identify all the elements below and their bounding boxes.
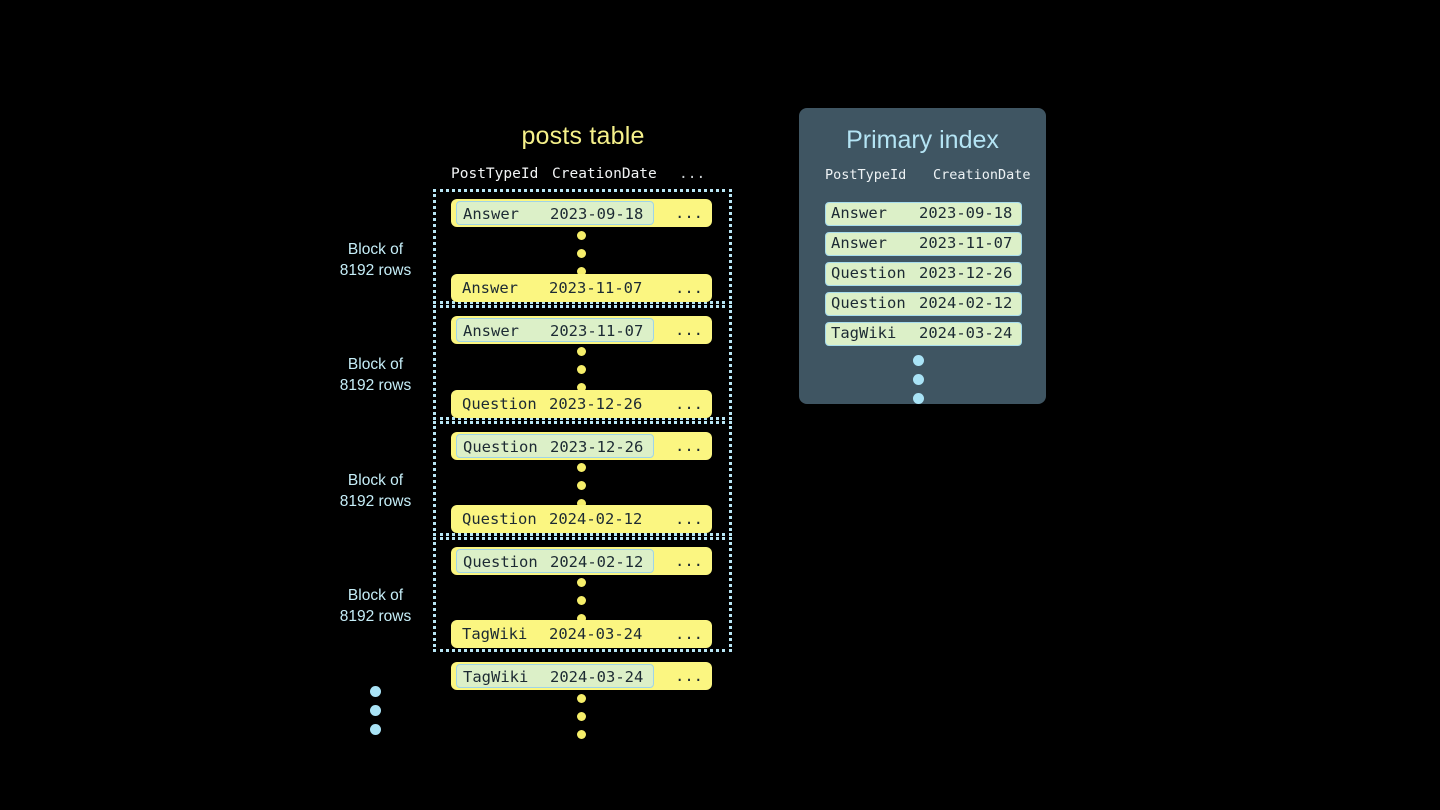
cell-creationdate: 2023-12-26 [549, 395, 643, 413]
cell-creationdate: 2024-02-12 [919, 294, 1013, 312]
cell-ellipsis: ... [675, 321, 703, 339]
cell-creationdate: 2023-09-18 [550, 205, 644, 223]
block-4-label-line2: 8192 rows [339, 608, 412, 625]
cell-posttypeid: Answer [463, 205, 519, 223]
cell-ellipsis: ... [675, 552, 703, 570]
row-key-cells: TagWiki 2024-03-24 [456, 664, 654, 688]
block-4 [433, 537, 732, 652]
cell-posttypeid: Answer [463, 322, 519, 340]
block-2 [433, 305, 732, 420]
vertical-ellipsis-icon [577, 463, 586, 517]
cell-creationdate: 2024-03-24 [550, 668, 644, 686]
cell-creationdate: 2023-11-07 [549, 279, 643, 297]
cell-creationdate: 2023-11-07 [550, 322, 644, 340]
vertical-ellipsis-icon [577, 578, 586, 632]
table-row: TagWiki 2024-03-24 ... [451, 662, 712, 690]
table-row: Answer 2023-09-18 ... [451, 199, 712, 227]
list-item: Answer 2023-11-07 [825, 232, 1022, 256]
cell-creationdate: 2024-03-24 [549, 625, 643, 643]
vertical-ellipsis-icon [577, 694, 586, 748]
block-1-label-line2: 8192 rows [339, 262, 412, 279]
table-row: Answer 2023-11-07 ... [451, 316, 712, 344]
primary-index-title: Primary index [846, 126, 999, 154]
cell-ellipsis: ... [675, 395, 703, 413]
vertical-ellipsis-icon [577, 231, 586, 285]
block-4-label-line1: Block of [347, 587, 404, 604]
column-header-posttypeid: PostTypeId [451, 166, 539, 182]
table-row: Question 2024-02-12 ... [451, 505, 712, 533]
block-1-label-line1: Block of [347, 241, 404, 258]
cell-ellipsis: ... [675, 437, 703, 455]
posts-table-title: posts table [521, 122, 645, 150]
column-header-creationdate: CreationDate [933, 167, 1031, 183]
cell-ellipsis: ... [675, 510, 703, 528]
block-3-label-line2: 8192 rows [339, 493, 412, 510]
row-key-cells: TagWiki 2024-03-24 [456, 622, 654, 646]
cell-posttypeid: Answer [831, 204, 887, 222]
cell-posttypeid: Question [463, 553, 538, 571]
cell-creationdate: 2023-11-07 [919, 234, 1013, 252]
cell-ellipsis: ... [675, 204, 703, 222]
list-item: TagWiki 2024-03-24 [825, 322, 1022, 346]
column-header-posttypeid: PostTypeId [825, 167, 907, 183]
cell-posttypeid: Question [831, 264, 906, 282]
column-header-creationdate: CreationDate [552, 166, 657, 182]
cell-posttypeid: TagWiki [463, 668, 529, 686]
cell-posttypeid: TagWiki [462, 625, 528, 643]
table-row: Question 2024-02-12 ... [451, 547, 712, 575]
table-row: Answer 2023-11-07 ... [451, 274, 712, 302]
cell-creationdate: 2024-02-12 [550, 553, 644, 571]
vertical-ellipsis-icon [913, 355, 924, 412]
row-key-cells: Answer 2023-11-07 [456, 318, 654, 342]
row-key-cells: Question 2023-12-26 [456, 434, 654, 458]
block-2-label-line2: 8192 rows [339, 377, 412, 394]
cell-posttypeid: Question [831, 294, 906, 312]
block-3 [433, 421, 732, 536]
table-row: Question 2023-12-26 ... [451, 432, 712, 460]
posts-table-column-headers: PostTypeId CreationDate ... [451, 166, 713, 186]
primary-index-panel: Primary index PostTypeId CreationDate An… [799, 108, 1046, 404]
cell-posttypeid: TagWiki [831, 324, 897, 342]
block-2-label-line1: Block of [347, 356, 404, 373]
row-key-cells: Answer 2023-11-07 [456, 276, 654, 300]
block-3-label: Block of 8192 rows [318, 470, 433, 512]
cell-ellipsis: ... [675, 667, 703, 685]
block-4-label: Block of 8192 rows [318, 585, 433, 627]
block-1-label: Block of 8192 rows [318, 239, 433, 281]
cell-posttypeid: Answer [462, 279, 518, 297]
row-key-cells: Question 2024-02-12 [456, 507, 654, 531]
cell-creationdate: 2023-12-26 [550, 438, 644, 456]
row-key-cells: Question 2023-12-26 [456, 392, 654, 416]
cell-creationdate: 2023-09-18 [919, 204, 1013, 222]
vertical-ellipsis-icon [370, 686, 381, 743]
vertical-ellipsis-icon [577, 347, 586, 401]
cell-posttypeid: Question [462, 395, 537, 413]
row-key-cells: Answer 2023-09-18 [456, 201, 654, 225]
cell-posttypeid: Question [463, 438, 538, 456]
column-header-ellipsis: ... [679, 166, 706, 182]
cell-ellipsis: ... [675, 625, 703, 643]
cell-ellipsis: ... [675, 279, 703, 297]
row-key-cells: Question 2024-02-12 [456, 549, 654, 573]
list-item: Question 2023-12-26 [825, 262, 1022, 286]
table-row: Question 2023-12-26 ... [451, 390, 712, 418]
list-item: Question 2024-02-12 [825, 292, 1022, 316]
cell-creationdate: 2024-02-12 [549, 510, 643, 528]
block-3-label-line1: Block of [347, 472, 404, 489]
primary-index-column-headers: PostTypeId CreationDate [825, 167, 1031, 187]
block-1 [433, 189, 732, 304]
list-item: Answer 2023-09-18 [825, 202, 1022, 226]
cell-posttypeid: Answer [831, 234, 887, 252]
cell-creationdate: 2023-12-26 [919, 264, 1013, 282]
cell-posttypeid: Question [462, 510, 537, 528]
table-row: TagWiki 2024-03-24 ... [451, 620, 712, 648]
cell-creationdate: 2024-03-24 [919, 324, 1013, 342]
block-2-label: Block of 8192 rows [318, 354, 433, 396]
